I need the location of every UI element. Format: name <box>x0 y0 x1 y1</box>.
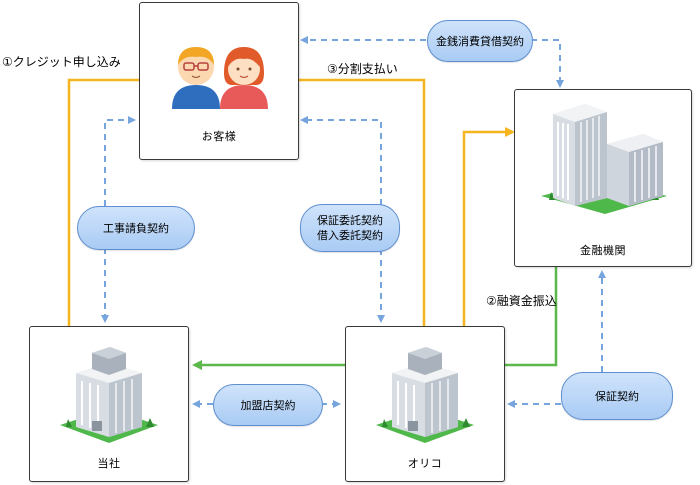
company-building-icon <box>60 347 158 443</box>
customer-label: お客様 <box>201 130 237 143</box>
loan-contract-pill: 金銭消費貸借契約 <box>427 20 533 62</box>
construction-contract-pill: 工事請負契約 <box>77 206 195 250</box>
bank-building-icon <box>541 104 667 214</box>
guarantee-entrust-pill: 保証委託契約 借入委託契約 <box>300 204 400 252</box>
customer-people-icon <box>172 47 268 109</box>
guarantee-entrust-line-up <box>300 116 382 205</box>
step-installment-payment: ③分割支払い <box>327 62 398 76</box>
orico-building-icon <box>376 347 474 443</box>
guarantee-contract-pill: 保証契約 <box>561 372 673 420</box>
financing-transfer-line <box>504 266 558 367</box>
financial-institution-label: 金融機関 <box>580 244 626 257</box>
step-credit-application: ①クレジット申し込み <box>2 55 121 69</box>
guarantee-entrust-line-2: 借入委託契約 <box>317 229 383 242</box>
credit-application-line <box>67 78 139 326</box>
company-node: 当社 <box>29 326 189 482</box>
installment-payment-line <box>298 78 426 326</box>
construction-contract-line-up <box>104 116 136 206</box>
orico-label: オリコ <box>407 457 443 470</box>
financial-institution-node: 金融機関 <box>514 89 692 267</box>
orico-node: オリコ <box>345 326 505 482</box>
orico-to-bank-line <box>462 127 515 326</box>
woman-icon <box>220 47 268 109</box>
guarantee-entrust-line-1: 保証委託契約 <box>317 214 383 227</box>
step-financing-transfer: ②融資金振込 <box>486 294 557 308</box>
merchant-contract-pill: 加盟店契約 <box>213 384 323 426</box>
customer-node: お客様 <box>139 2 299 160</box>
company-label: 当社 <box>97 457 121 470</box>
man-icon <box>172 47 220 109</box>
loan-contract-line-2 <box>531 39 564 88</box>
